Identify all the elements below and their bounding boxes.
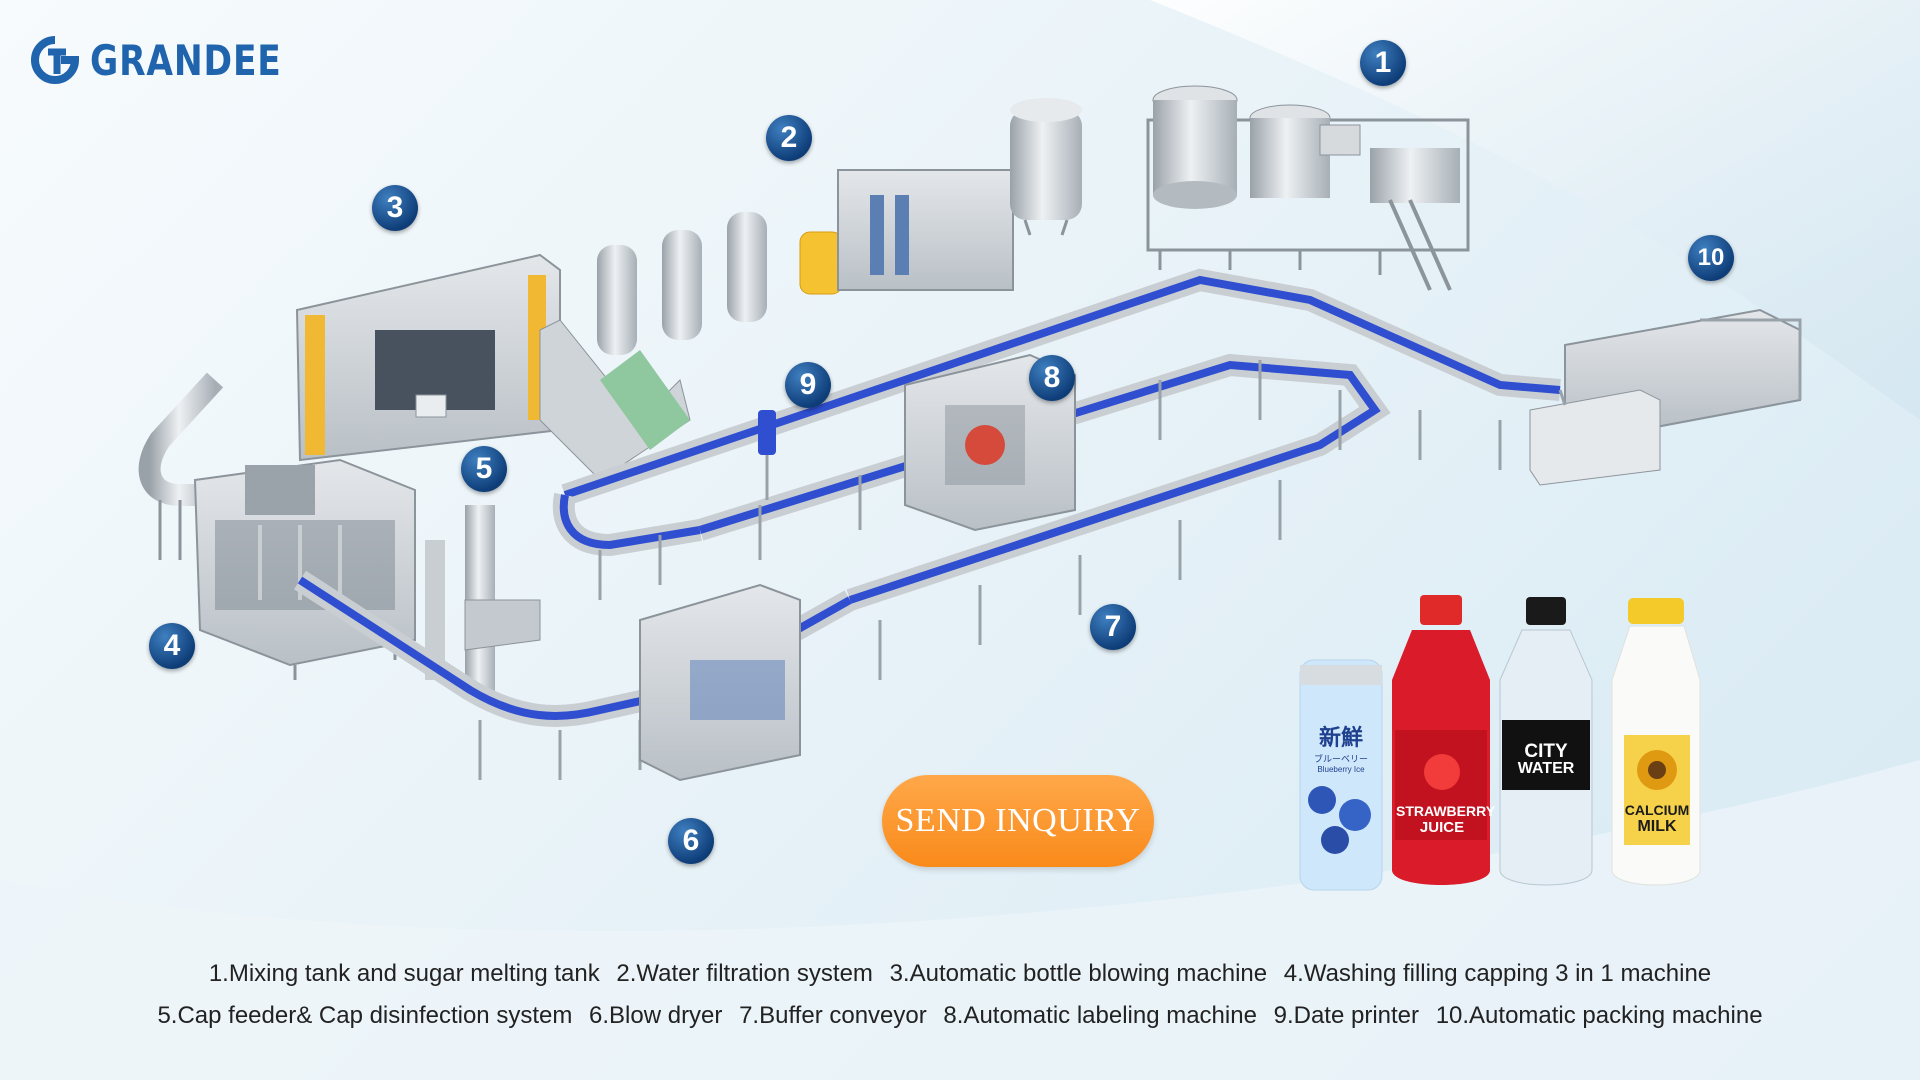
strawberry-label-line1: STRAWBERRY — [1396, 803, 1496, 819]
legend-item-1: 1.Mixing tank and sugar melting tank — [208, 960, 600, 987]
legend-item-4: 4.Washing filling capping 3 in 1 machine — [1283, 960, 1712, 987]
can-label: 新鮮 ブルーベリー Blueberry Ice — [1308, 720, 1374, 774]
send-inquiry-button[interactable]: SEND INQUIRY — [882, 775, 1154, 867]
can-label-cn: 新鮮 — [1318, 726, 1363, 751]
washing-filling-capping-machine — [193, 458, 416, 680]
marker-8: 8 — [1029, 355, 1075, 401]
legend-item-6: 6.Blow dryer — [589, 1002, 723, 1029]
marker-3: 3 — [372, 185, 418, 231]
labeling-machine — [904, 353, 1076, 532]
legend-line-1: 1.Mixing tank and sugar melting tank 2.W… — [0, 960, 1920, 988]
legend-item-2: 2.Water filtration system — [616, 960, 873, 987]
marker-10: 10 — [1688, 235, 1734, 281]
legend-item-9: 9.Date printer — [1273, 1002, 1420, 1029]
marker-6: 6 — [668, 818, 714, 864]
marker-7: 7 — [1090, 604, 1136, 650]
brand-name: GRANDEE — [90, 35, 282, 85]
cap-feeder-machine — [425, 505, 541, 695]
grandee-logo-icon — [31, 36, 80, 84]
strawberry-label: STRAWBERRY JUICE — [1396, 803, 1496, 836]
marker-9: 9 — [785, 362, 831, 408]
can-label-jp: ブルーベリー — [1313, 755, 1368, 765]
legend-item-3: 3.Automatic bottle blowing machine — [889, 960, 1268, 987]
milk-label-line1: CALCIUM — [1624, 802, 1690, 818]
mixing-tank-machine — [1146, 85, 1470, 291]
can-label-en: Blueberry Ice — [1317, 765, 1365, 774]
bottle-blowing-machine — [295, 253, 691, 481]
marker-5: 5 — [461, 446, 507, 492]
water-filtration-machine — [597, 98, 1082, 355]
legend-item-7: 7.Buffer conveyor — [739, 1002, 927, 1029]
blow-dryer-machine — [639, 583, 801, 782]
strawberry-label-line2: JUICE — [1419, 819, 1465, 836]
entry-conveyor — [138, 372, 224, 560]
water-label-line1: CITY — [1524, 741, 1568, 762]
milk-label: CALCIUM MILK — [1624, 802, 1690, 836]
brand-logo: GRANDEE — [26, 34, 324, 86]
water-label-line2: WATER — [1517, 760, 1575, 777]
marker-1: 1 — [1360, 40, 1406, 86]
date-printer — [758, 410, 776, 500]
water-label: CITY WATER — [1502, 742, 1590, 777]
legend-item-10: 10.Automatic packing machine — [1435, 1002, 1763, 1029]
packing-machine — [1529, 308, 1802, 486]
milk-label-line2: MILK — [1637, 818, 1677, 835]
marker-2: 2 — [766, 115, 812, 161]
marker-4: 4 — [149, 623, 195, 669]
legend-item-5: 5.Cap feeder& Cap disinfection system — [157, 1002, 573, 1029]
legend-item-8: 8.Automatic labeling machine — [943, 1002, 1257, 1029]
conveyor-system — [294, 268, 1561, 727]
legend-line-2: 5.Cap feeder& Cap disinfection system 6.… — [0, 1002, 1920, 1030]
